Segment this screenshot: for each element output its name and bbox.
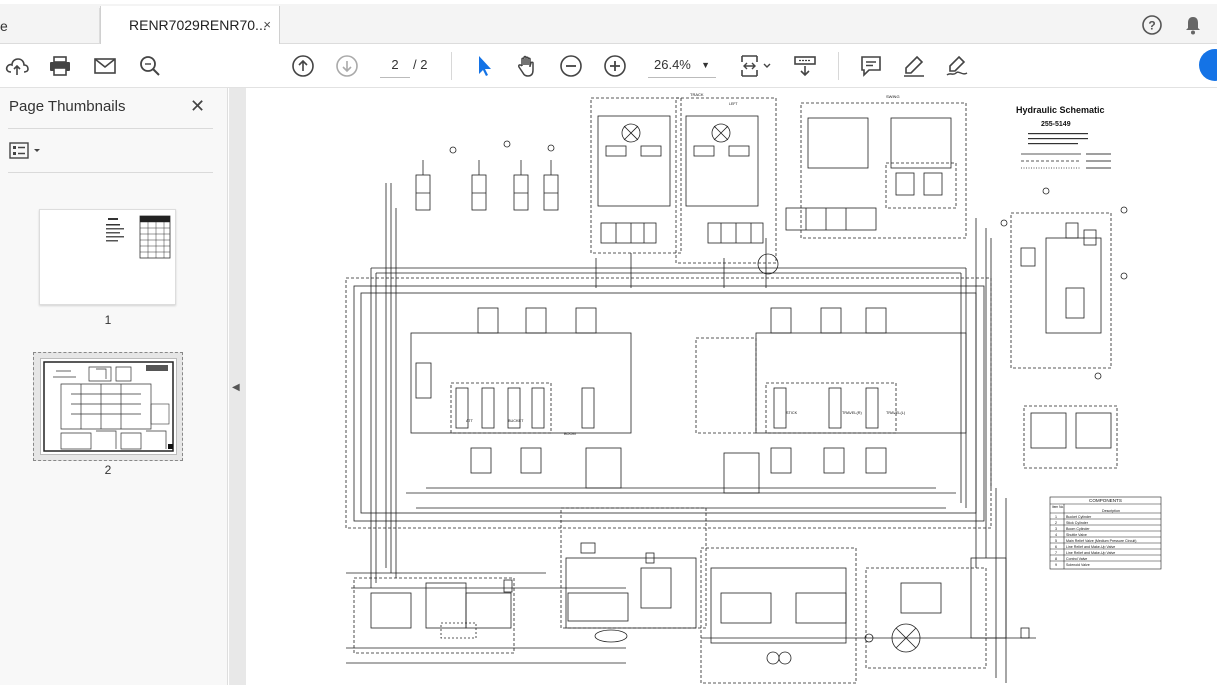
- highlight-pen-icon[interactable]: [900, 52, 928, 80]
- component-row-number: 8: [1055, 557, 1057, 561]
- component-row-description: Stick Cylinder: [1066, 521, 1089, 525]
- zoom-out-icon[interactable]: [557, 52, 585, 80]
- thumbnail-label-2: 2: [104, 463, 112, 477]
- page-number-input[interactable]: 2: [380, 54, 410, 78]
- component-row-description: Bucket Cylinder: [1066, 515, 1092, 519]
- component-row-number: 3: [1055, 527, 1057, 531]
- cloud-upload-icon[interactable]: [3, 52, 31, 80]
- tab-previous-label: e: [0, 18, 8, 34]
- valve-label-boom: BOOM: [564, 432, 576, 436]
- share-button[interactable]: [1199, 49, 1217, 81]
- component-row-description: Control Valve: [1066, 557, 1087, 561]
- valve-label-bucket: BUCKET: [508, 419, 524, 423]
- component-row-number: 9: [1055, 563, 1057, 567]
- next-page-icon[interactable]: [333, 52, 361, 80]
- tab-bar: e RENR7029RENR70... × ?: [0, 0, 1217, 48]
- email-icon[interactable]: [91, 52, 119, 80]
- hand-tool-icon[interactable]: [513, 52, 541, 80]
- component-row-number: 1: [1055, 515, 1057, 519]
- component-row-number: 6: [1055, 545, 1057, 549]
- hydraulic-schematic-drawing: Hydraulic Schematic 255-5149 TRACK SWING…: [345, 92, 1162, 684]
- component-row-description: Line Relief and Make-Up Valve: [1066, 545, 1115, 549]
- collapse-panel-icon[interactable]: ◀: [232, 382, 240, 393]
- component-row-description: Line Relief and Make-Up Valve: [1066, 551, 1115, 555]
- section-label-track: TRACK: [690, 92, 704, 97]
- comment-icon[interactable]: [857, 52, 885, 80]
- valve-label-stick: STICK: [786, 411, 798, 415]
- components-table-title: COMPONENTS: [1089, 498, 1122, 503]
- component-row-number: 4: [1055, 533, 1057, 537]
- thumbnail-page-1[interactable]: [39, 209, 176, 305]
- component-row-description: Solenoid Valve: [1066, 563, 1090, 567]
- thumbnail-label-1: 1: [104, 313, 112, 327]
- help-icon[interactable]: ?: [1141, 14, 1163, 36]
- bell-icon[interactable]: [1182, 14, 1204, 36]
- thumbnail-page-2[interactable]: [33, 352, 183, 461]
- panel-divider: [8, 172, 213, 173]
- print-icon[interactable]: [46, 52, 74, 80]
- svg-text:?: ?: [1148, 19, 1155, 33]
- chevron-down-icon: ▼: [701, 60, 710, 70]
- schematic-title: Hydraulic Schematic: [1016, 105, 1105, 115]
- scroll-mode-icon[interactable]: [791, 52, 819, 80]
- component-row-number: 2: [1055, 521, 1057, 525]
- tab-document[interactable]: RENR7029RENR70... ×: [100, 6, 280, 48]
- close-icon[interactable]: ✕: [190, 96, 206, 116]
- fit-page-icon[interactable]: [738, 52, 774, 80]
- toolbar: 2 / 2 26.4% ▼: [0, 44, 1217, 88]
- components-col-item: Item No.: [1052, 505, 1064, 509]
- valve-label-travel-r: TRAVEL(R): [842, 411, 862, 415]
- tab-previous[interactable]: e: [0, 8, 100, 48]
- component-row-description: Boom Cylinder: [1066, 527, 1090, 531]
- valve-label-travel-l: TRAVEL(L): [886, 411, 906, 415]
- component-row-description: Shuttle Valve: [1066, 533, 1087, 537]
- document-page: Hydraulic Schematic 255-5149 TRACK SWING…: [246, 88, 1217, 685]
- thumbnail-page-2-image: [40, 358, 177, 455]
- toolbar-divider: [838, 52, 839, 80]
- select-pointer-icon[interactable]: [470, 52, 498, 80]
- zoom-select[interactable]: 26.4% ▼: [648, 54, 716, 78]
- section-label-left: LEFT: [729, 102, 738, 106]
- toolbar-divider: [451, 52, 452, 80]
- page-total: / 2: [413, 57, 428, 72]
- panel-divider: [8, 128, 213, 129]
- valve-label-att: ATT: [466, 419, 474, 423]
- zoom-value: 26.4%: [654, 57, 691, 72]
- component-row-number: 7: [1055, 551, 1057, 555]
- sign-icon[interactable]: [944, 52, 972, 80]
- panel-title: Page Thumbnails: [9, 98, 126, 115]
- components-table-rows: 1 Bucket Cylinder 2 Stick Cylinder 3 Boom Cyl…: [1055, 515, 1136, 567]
- tab-document-label: RENR7029RENR70...: [129, 17, 267, 33]
- section-label-swing: SWING: [886, 94, 900, 99]
- document-viewport[interactable]: ◀: [229, 88, 1217, 685]
- component-row-number: 5: [1055, 539, 1057, 543]
- component-row-description: Main Relief Valve (Medium Pressure Circu…: [1066, 539, 1136, 543]
- tab-close-icon[interactable]: ×: [263, 17, 271, 32]
- zoom-in-icon[interactable]: [601, 52, 629, 80]
- schematic-part-number: 255-5149: [1041, 121, 1071, 128]
- thumbnail-options-icon[interactable]: [9, 142, 43, 160]
- components-col-description: Description: [1102, 509, 1120, 513]
- previous-page-icon[interactable]: [289, 52, 317, 80]
- thumbnails-panel: Page Thumbnails ✕ 1: [0, 88, 228, 685]
- search-icon[interactable]: [136, 52, 164, 80]
